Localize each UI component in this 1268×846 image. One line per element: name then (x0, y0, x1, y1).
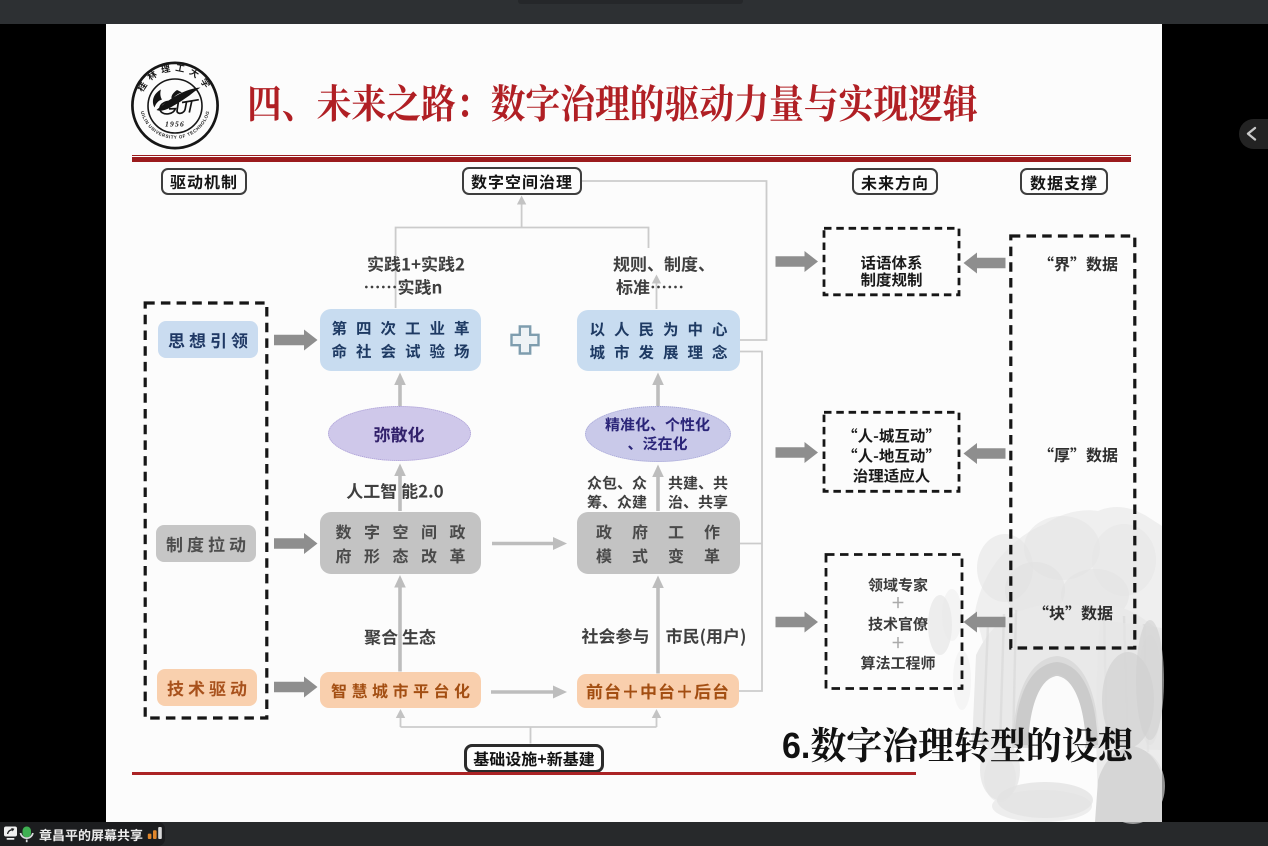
svg-text:桂林理工大学: 桂林理工大学 (133, 60, 217, 94)
svg-text:1956: 1956 (165, 120, 185, 129)
